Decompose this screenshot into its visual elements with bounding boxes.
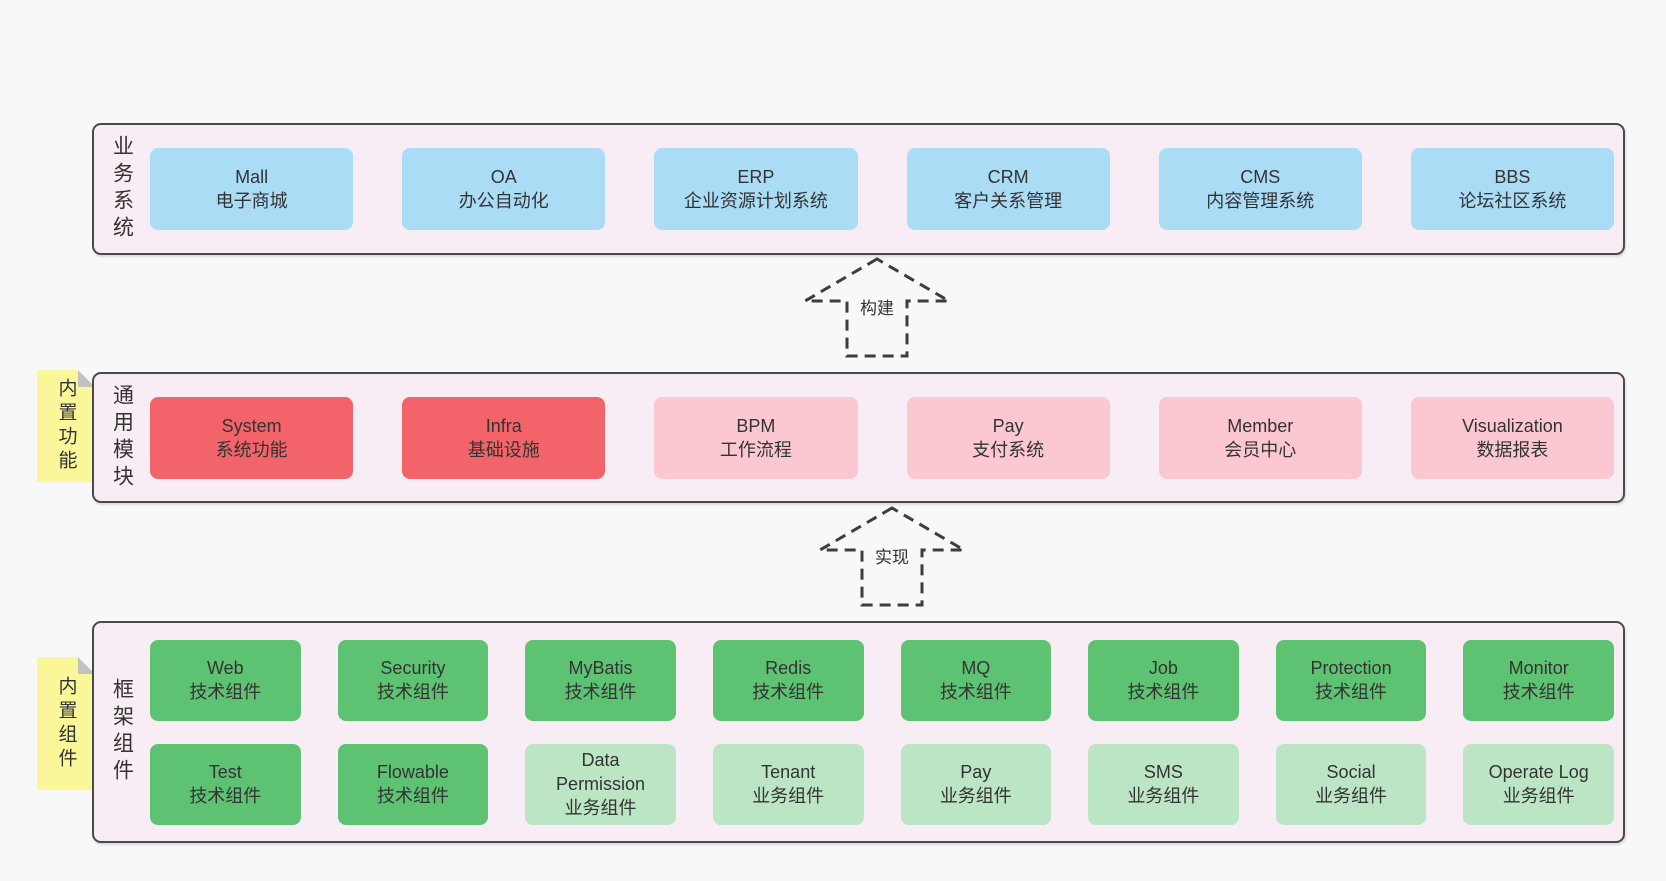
- dashed-up-arrow-icon: [799, 257, 955, 358]
- layer-framework-components: 框架组件 Web 技术组件 Security 技术组件 MyBatis 技术组件…: [92, 621, 1625, 843]
- box-protection: Protection 技术组件: [1275, 639, 1427, 721]
- box-infra: Infra 基础设施: [402, 396, 606, 479]
- box-social: Social 业务组件: [1275, 743, 1427, 825]
- box-pay-component: Pay 业务组件: [900, 743, 1052, 825]
- box-pay-module: Pay 支付系统: [906, 396, 1110, 479]
- box-security: Security 技术组件: [337, 639, 489, 721]
- tag-built-in-functions: 内置功能: [37, 370, 95, 482]
- tag-components-label: 内置组件: [55, 675, 77, 772]
- box-crm: CRM 客户关系管理: [906, 148, 1110, 230]
- dashed-up-arrow-icon: [814, 506, 970, 607]
- tag-functions-label: 内置功能: [55, 378, 77, 474]
- box-tenant: Tenant 业务组件: [712, 743, 864, 825]
- box-cms: CMS 内容管理系统: [1158, 148, 1362, 230]
- box-mall: Mall 电子商城: [150, 148, 354, 230]
- layer-business-systems: 业务系统 Mall 电子商城 OA 办公自动化 ERP 企业资源计划系统 CRM…: [92, 123, 1625, 255]
- arrow-implement: 实现: [812, 505, 972, 609]
- box-system: System 系统功能: [150, 396, 354, 479]
- arrow-implement-label: 实现: [871, 542, 913, 569]
- box-monitor: Monitor 技术组件: [1463, 639, 1614, 721]
- box-erp: ERP 企业资源计划系统: [654, 148, 858, 230]
- layer-label-business: 业务系统: [94, 125, 150, 253]
- box-bpm: BPM 工作流程: [654, 396, 858, 479]
- box-flowable: Flowable 技术组件: [337, 743, 489, 825]
- arrow-build: 构建: [797, 256, 957, 360]
- box-visualization: Visualization 数据报表: [1410, 396, 1615, 479]
- box-sms: SMS 业务组件: [1088, 743, 1239, 825]
- layer-label-text: 业务系统: [110, 135, 134, 243]
- box-member: Member 会员中心: [1158, 396, 1362, 479]
- modules-boxes-row: System 系统功能 Infra 基础设施 BPM 工作流程 Pay 支付系统…: [150, 374, 1623, 501]
- box-bbs: BBS 论坛社区系统: [1410, 148, 1615, 230]
- arrow-build-label: 构建: [856, 293, 898, 320]
- layer-label-components: 框架组件: [94, 623, 150, 841]
- layer-label-text: 框架组件: [110, 678, 134, 786]
- box-mybatis: MyBatis 技术组件: [525, 639, 676, 721]
- components-boxes-grid: Web 技术组件 Security 技术组件 MyBatis 技术组件 Redi…: [150, 623, 1623, 841]
- layer-label-modules: 通用模块: [94, 374, 150, 501]
- box-job: Job 技术组件: [1088, 639, 1239, 721]
- box-web: Web 技术组件: [150, 639, 301, 721]
- layer-label-text: 通用模块: [110, 383, 134, 492]
- box-test: Test 技术组件: [150, 743, 301, 825]
- layer-common-modules: 通用模块 System 系统功能 Infra 基础设施 BPM 工作流程 Pay…: [92, 372, 1625, 503]
- box-mq: MQ 技术组件: [900, 639, 1052, 721]
- box-redis: Redis 技术组件: [712, 639, 864, 721]
- box-data-permission: Data Permission 业务组件: [525, 743, 676, 825]
- business-boxes-row: Mall 电子商城 OA 办公自动化 ERP 企业资源计划系统 CRM 客户关系…: [150, 125, 1623, 253]
- box-operate-log: Operate Log 业务组件: [1463, 743, 1614, 825]
- tag-built-in-components: 内置组件: [37, 657, 95, 790]
- box-oa: OA 办公自动化: [402, 148, 606, 230]
